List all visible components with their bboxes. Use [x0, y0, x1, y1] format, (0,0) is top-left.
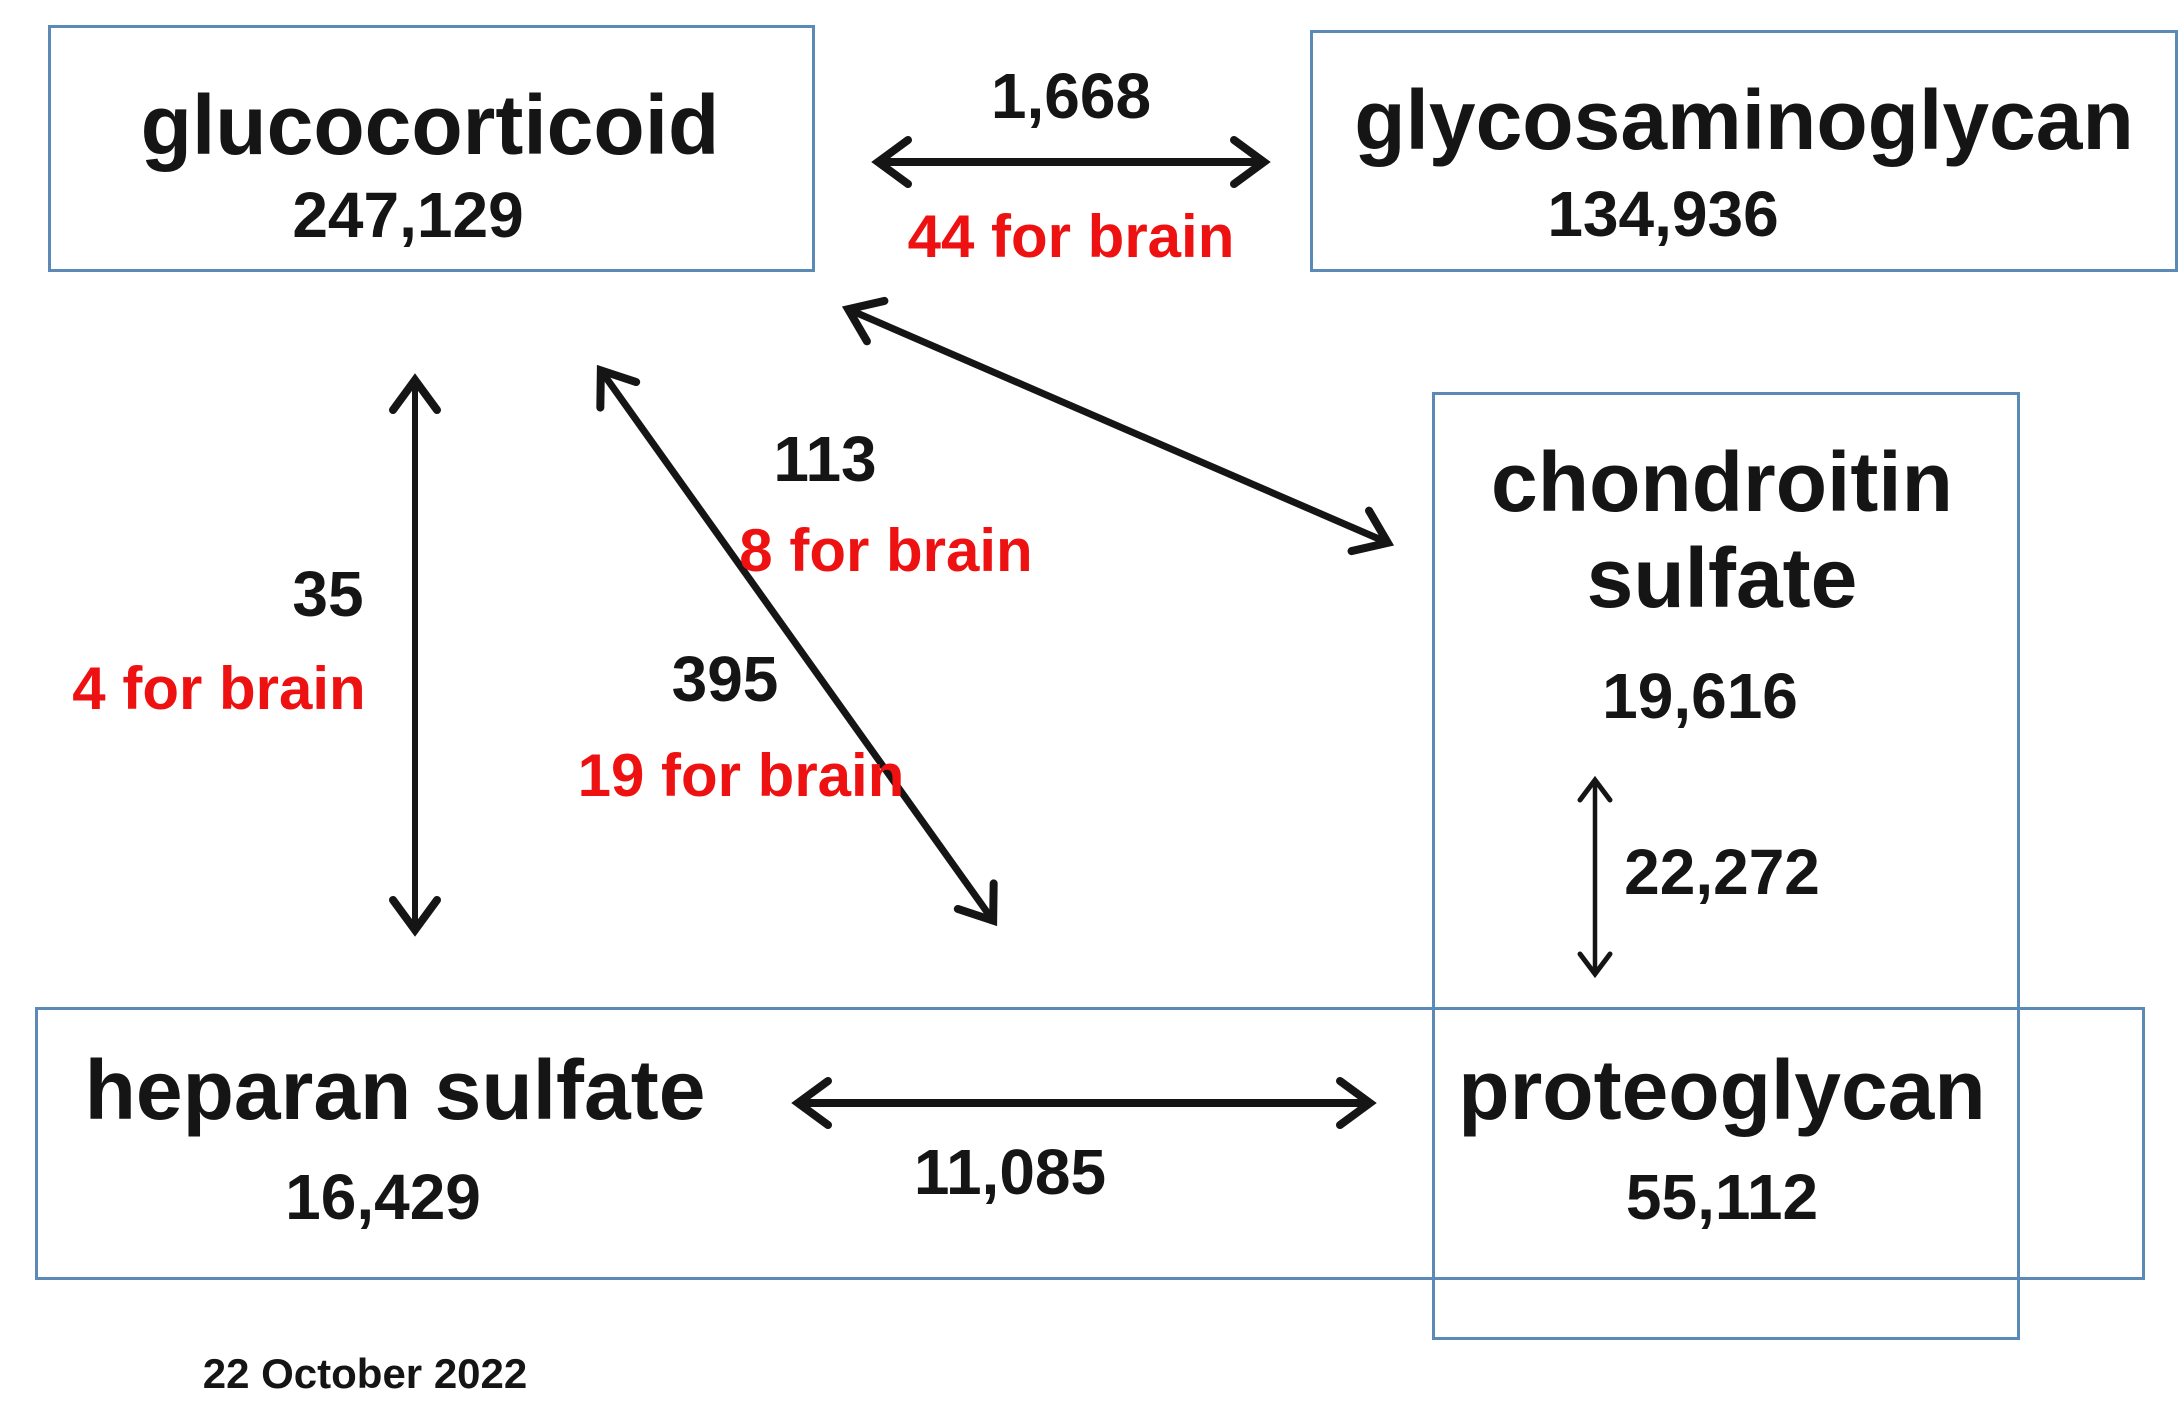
glucocorticoid-count: 247,129 — [292, 179, 524, 251]
glycosaminoglycan-count: 134,936 — [1547, 178, 1779, 250]
node-glucocorticoid — [48, 25, 815, 272]
heparan-sulfate-label: heparan sulfate — [84, 1043, 706, 1137]
arrow-gluco-proteoglycan — [596, 364, 998, 927]
glycosaminoglycan-label: glycosaminoglycan — [1354, 73, 2134, 167]
edge-gluco-chondroitin-brain: 8 for brain — [739, 517, 1033, 584]
edge-chondroitin-proteoglycan-count: 22,272 — [1624, 836, 1820, 908]
heparan-sulfate-count: 16,429 — [285, 1161, 481, 1233]
chondroitin-sulfate-label-line2: sulfate — [1586, 531, 1858, 625]
footer-date: 22 October 2022 — [202, 1350, 528, 1397]
glucocorticoid-label: glucocorticoid — [140, 78, 720, 172]
edge-gluco-heparan-count: 35 — [292, 558, 364, 630]
arrow-gluco-chondroitin — [841, 296, 1395, 556]
edge-gluco-chondroitin-count: 113 — [773, 423, 877, 495]
node-heparan-proteoglycan-band — [35, 1007, 2145, 1280]
proteoglycan-count: 55,112 — [1625, 1161, 1819, 1233]
chondroitin-sulfate-label-line1: chondroitin — [1491, 435, 1953, 529]
edge-heparan-proteoglycan-count: 11,085 — [913, 1136, 1107, 1208]
edge-gluco-proteoglycan-brain: 19 for brain — [577, 742, 905, 809]
node-chondroitin-sulfate — [1432, 392, 2020, 1340]
edge-gluco-glycosamino-brain: 44 for brain — [907, 203, 1235, 270]
edge-gluco-proteoglycan-count: 395 — [671, 643, 779, 715]
edge-gluco-heparan-brain: 4 for brain — [72, 655, 366, 722]
chondroitin-sulfate-count: 19,616 — [1602, 660, 1798, 732]
edge-gluco-glycosamino-count: 1,668 — [990, 60, 1152, 132]
proteoglycan-label: proteoglycan — [1458, 1043, 1986, 1137]
node-glycosaminoglycan — [1310, 30, 2178, 272]
